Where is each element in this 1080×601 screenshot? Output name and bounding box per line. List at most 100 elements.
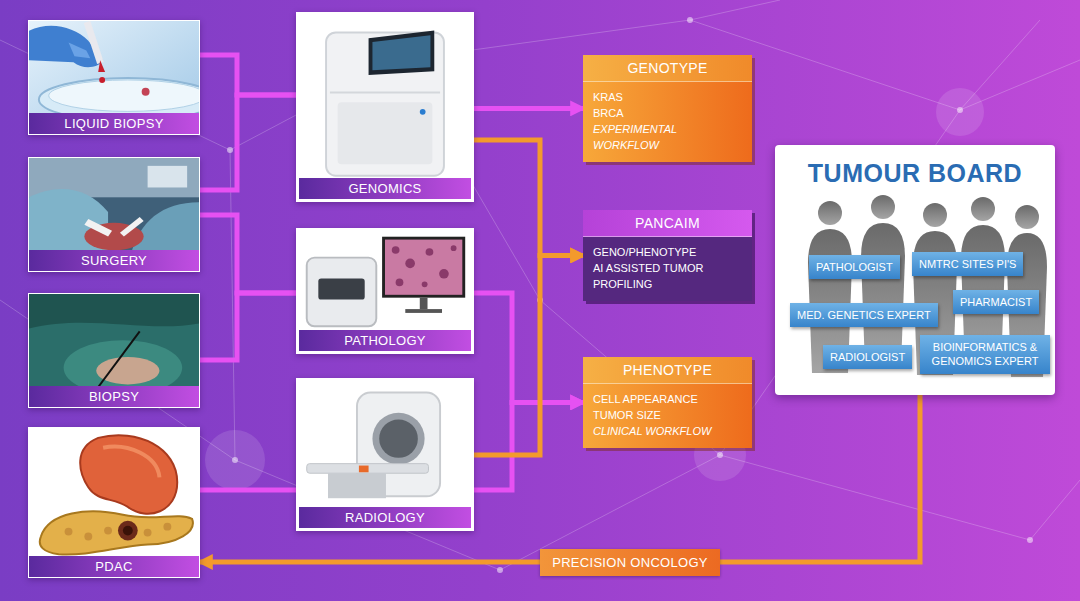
box-text: PANCAIM <box>583 210 752 237</box>
illustration-shape <box>104 527 112 535</box>
info-box: PANCAIMGENO/PHENOTYPEAI ASSISTED TUMOR P… <box>583 210 752 301</box>
role-label: RADIOLOGIST <box>830 350 905 364</box>
role-box: BIOINFORMATICS & GENOMICS EXPERT <box>920 335 1050 374</box>
info-box: GENOTYPEKRASBRCAEXPERIMENTAL WORKFLOW <box>583 55 752 162</box>
illustration-shape <box>307 258 377 327</box>
illustration-shape <box>230 150 235 460</box>
sequencer-photo <box>299 15 471 199</box>
pancreas-illustration <box>29 428 199 577</box>
role-label: MED. GENETICS EXPERT <box>797 308 931 322</box>
illustration-shape <box>405 309 442 313</box>
box-text: AI ASSISTED TUMOR PROFILING <box>583 261 752 293</box>
role-box: RADIOLOGIST <box>823 345 912 369</box>
illustration-shape <box>426 248 434 256</box>
illustration-shape <box>99 77 105 83</box>
illustration-shape <box>49 80 199 111</box>
image-tile: LIQUID BIOPSY <box>28 20 200 135</box>
illustration-shape <box>690 0 780 20</box>
illustration-shape <box>29 294 199 407</box>
illustration-shape <box>328 473 386 498</box>
box-text: CELL APPEARANCE <box>583 384 752 408</box>
illustration-shape <box>163 523 171 531</box>
illustration-shape <box>299 381 471 528</box>
illustration-shape <box>1015 205 1039 229</box>
illustration-shape <box>103 447 159 478</box>
illustration-shape <box>65 523 172 541</box>
box-text: BRCA <box>583 106 752 122</box>
illustration-shape <box>299 15 471 199</box>
image-tile: RADIOLOGY <box>296 378 474 531</box>
illustration-shape <box>338 102 433 164</box>
illustration-shape <box>420 109 426 115</box>
illustration-shape <box>1027 537 1033 543</box>
illustration-shape <box>84 219 112 237</box>
tile-label: BIOPSY <box>29 386 199 407</box>
image-tile: PDAC <box>28 427 200 578</box>
illustration-shape <box>69 43 91 59</box>
illustration-shape <box>40 511 193 554</box>
illustration-shape <box>148 166 188 188</box>
illustration-shape <box>720 455 1030 540</box>
illustration-shape <box>330 92 440 94</box>
image-tile: SURGERY <box>28 157 200 272</box>
illustration-shape <box>98 60 105 72</box>
mri-photo <box>299 381 471 528</box>
info-box: PHENOTYPECELL APPEARANCETUMOR SIZECLINIC… <box>583 357 752 448</box>
illustration-shape <box>818 201 842 225</box>
illustration-shape <box>307 464 429 474</box>
illustration-shape <box>29 158 199 271</box>
illustration-shape <box>369 30 435 75</box>
illustration-shape <box>84 533 92 541</box>
illustration-shape <box>1030 480 1080 540</box>
flow-connector <box>474 293 583 402</box>
illustration-shape <box>120 217 144 237</box>
illustration-shape <box>227 147 233 153</box>
image-tile: GENOMICS <box>296 12 474 202</box>
role-label: PHARMACIST <box>960 295 1032 309</box>
role-label: BIOINFORMATICS & GENOMICS EXPERT <box>927 340 1043 369</box>
flow-connector <box>200 95 296 190</box>
illustration-shape <box>123 526 133 536</box>
tile-label: PATHOLOGY <box>299 330 471 351</box>
flow-connector <box>474 140 583 255</box>
illustration-shape <box>142 88 150 96</box>
box-text: TUMOR SIZE <box>583 408 752 424</box>
illustration-shape <box>144 529 152 537</box>
box-text: GENO/PHENOTYPE <box>583 237 752 261</box>
tile-label: PDAC <box>29 556 199 577</box>
flow-connector <box>200 293 296 360</box>
flow-connector <box>474 106 583 111</box>
illustration-shape <box>392 245 457 287</box>
illustration-shape <box>118 521 138 541</box>
illustration-shape <box>497 567 503 573</box>
box-text: PHENOTYPE <box>583 357 752 384</box>
illustration-shape <box>84 21 104 64</box>
illustration-shape <box>971 197 995 221</box>
illustration-shape <box>396 279 404 287</box>
box-text: KRAS <box>583 82 752 106</box>
illustration-shape <box>439 269 449 279</box>
role-box: NMTRC SITES PI'S <box>912 252 1023 276</box>
illustration-shape <box>205 430 265 490</box>
image-tile: PATHOLOGY <box>296 228 474 354</box>
role-box: MED. GENETICS EXPERT <box>790 303 938 327</box>
illustration-shape <box>420 298 428 309</box>
box-text: EXPERIMENTAL WORKFLOW <box>583 122 752 154</box>
flow-connector <box>200 488 296 493</box>
box-text: CLINICAL WORKFLOW <box>583 424 752 440</box>
illustration-shape <box>372 35 430 70</box>
illustration-shape <box>318 279 364 300</box>
tile-label: SURGERY <box>29 250 199 271</box>
illustration-shape <box>936 88 984 136</box>
box-text: GENOTYPE <box>583 55 752 82</box>
illustration-shape <box>687 17 693 23</box>
image-tile: BIOPSY <box>28 293 200 408</box>
illustration-shape <box>382 237 465 298</box>
role-box: PATHOLOGIST <box>809 255 900 279</box>
illustration-shape <box>96 357 159 385</box>
illustration-shape <box>405 259 415 269</box>
role-label: PATHOLOGIST <box>816 260 893 274</box>
illustration-shape <box>422 281 428 287</box>
illustration-shape <box>65 528 73 536</box>
panel: TUMOUR BOARDPATHOLOGISTNMTRC SITES PI'SM… <box>775 145 1055 395</box>
